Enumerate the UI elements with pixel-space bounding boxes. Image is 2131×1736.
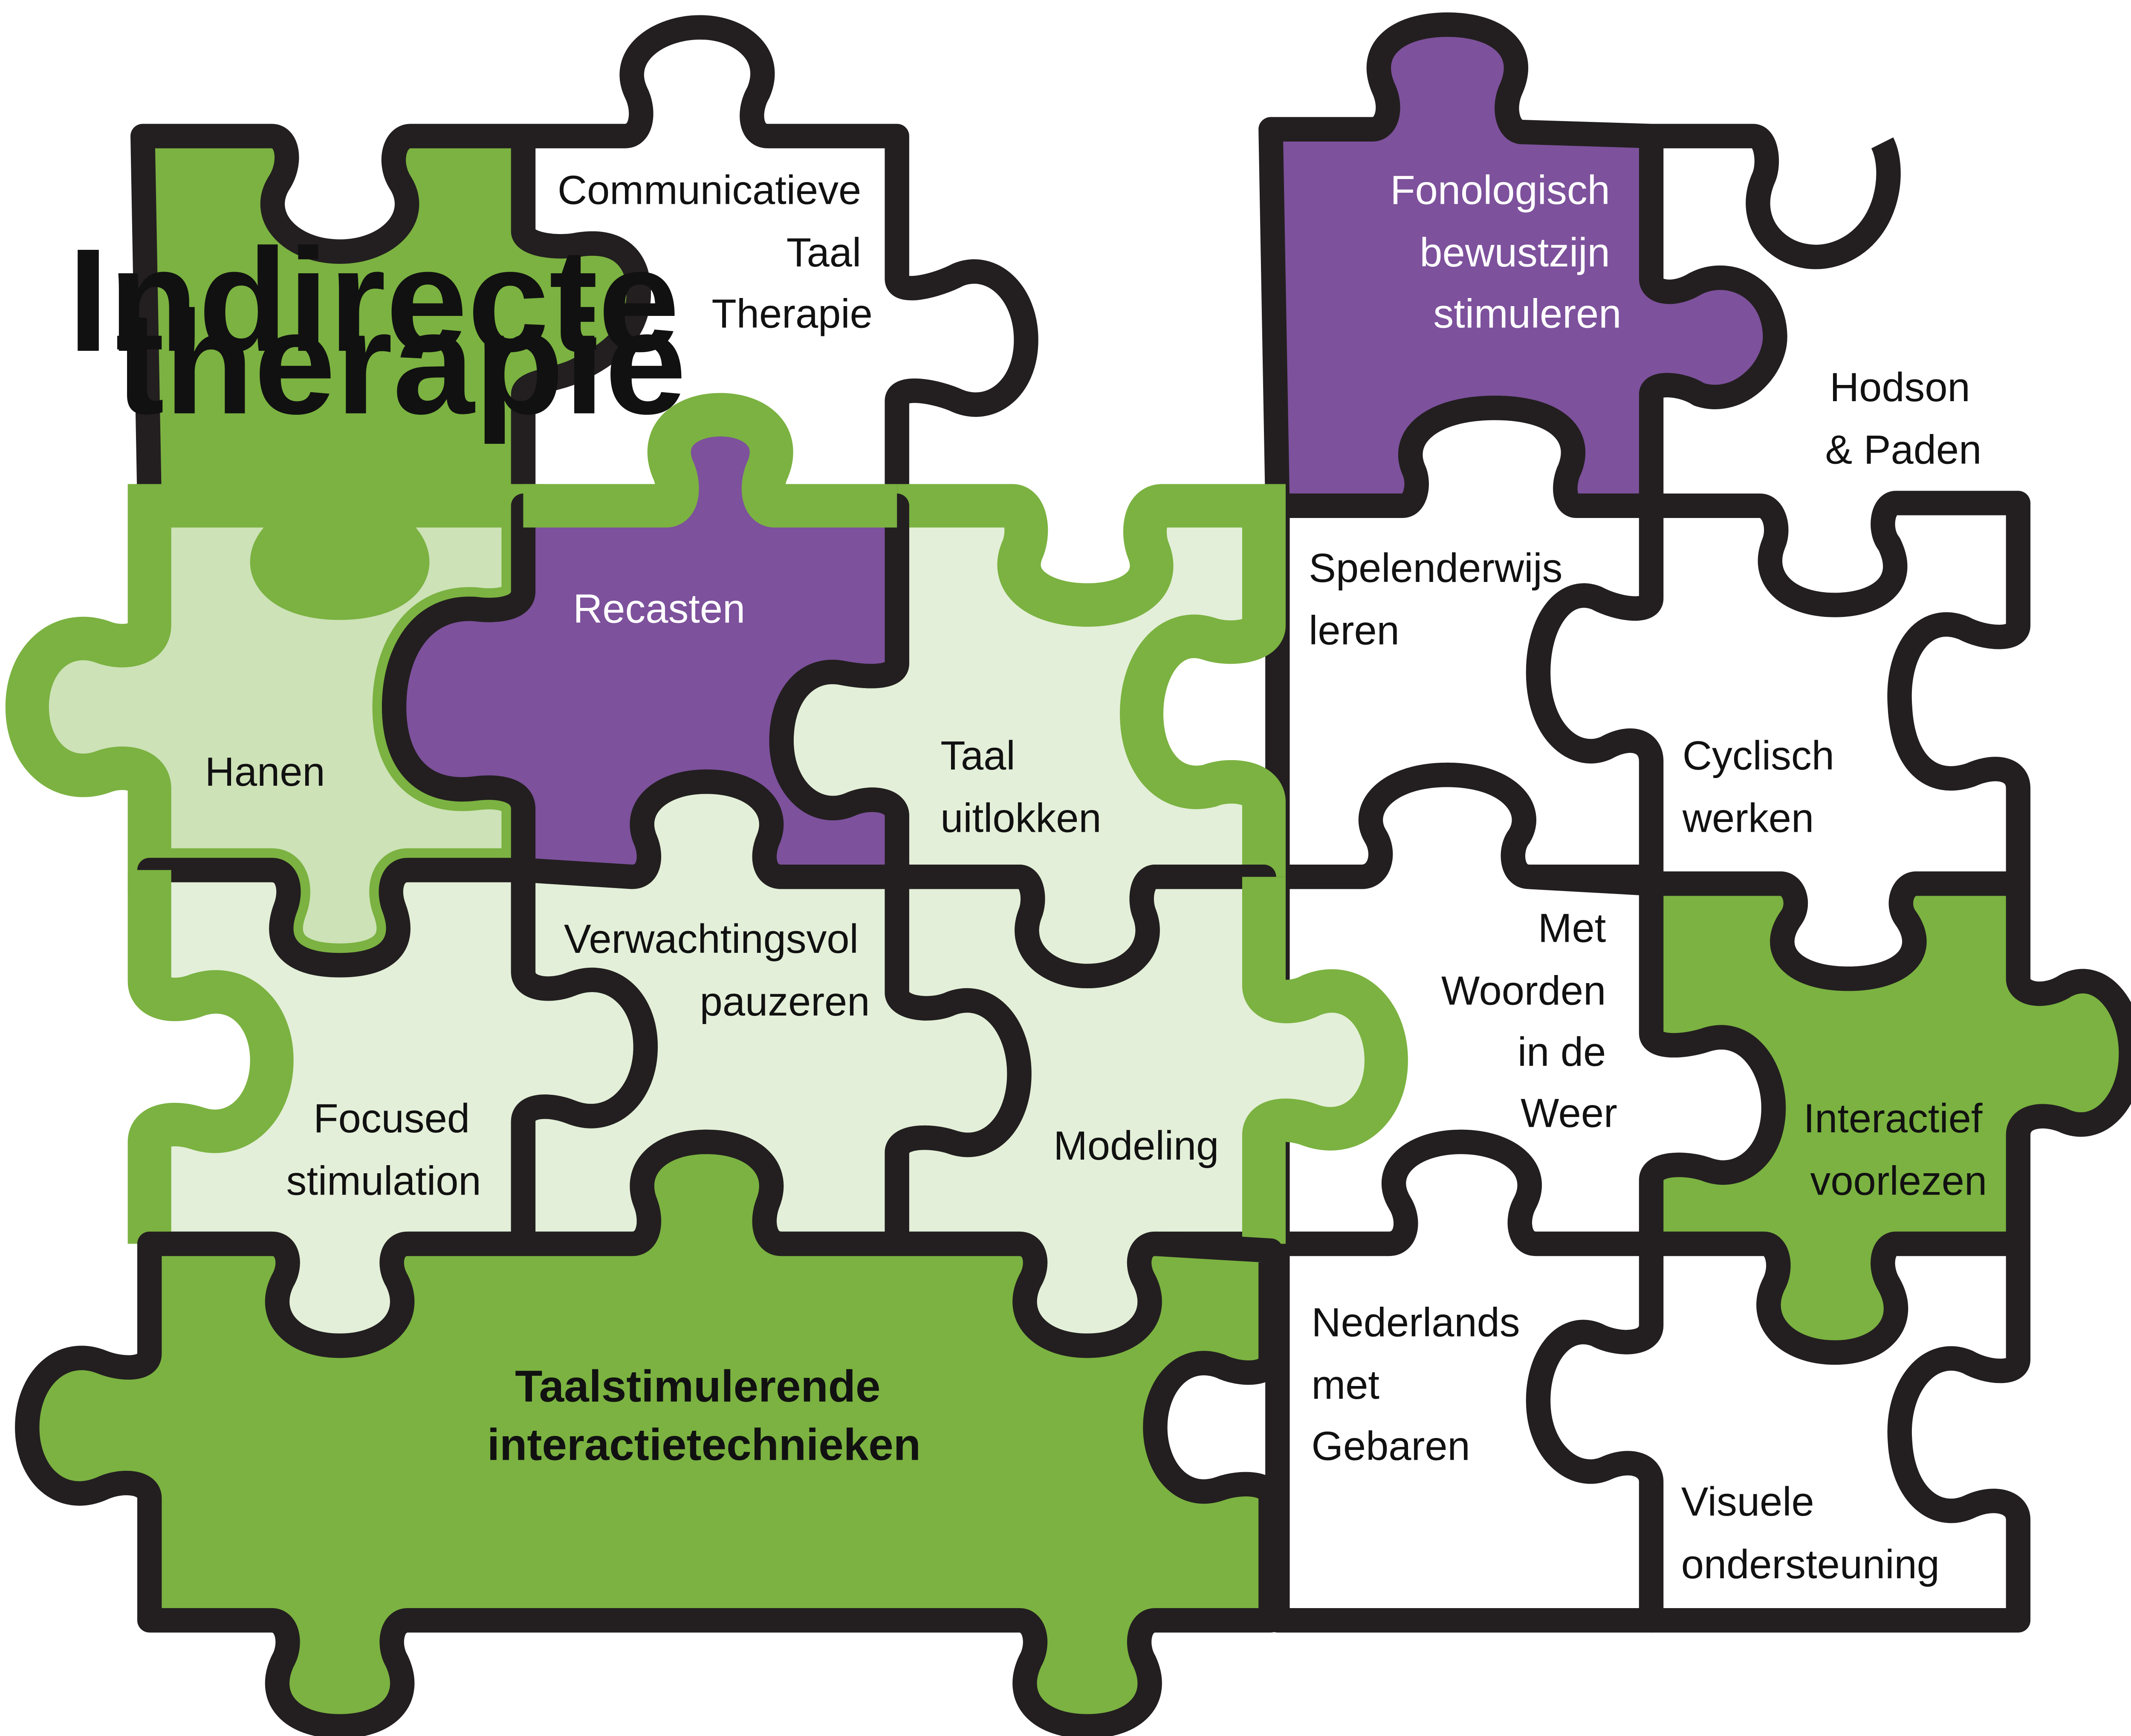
cyclisch-line2: werken xyxy=(1682,796,1814,841)
met-woorden-line2: Woorden xyxy=(1441,968,1606,1013)
visuele-line2: ondersteuning xyxy=(1681,1542,1940,1587)
hodson-label: Hodson & Paden xyxy=(1825,365,1981,473)
taalstimulerende-label: Taalstimulerende interactietechnieken xyxy=(487,1361,921,1470)
interactief-line1: Interactief xyxy=(1804,1096,1983,1141)
spelenderwijs-line1: Spelenderwijs xyxy=(1309,545,1562,591)
hodson-line2: & Paden xyxy=(1825,427,1981,473)
nederlands-line1: Nederlands xyxy=(1312,1299,1520,1345)
taalstimulerende-line2: interactietechnieken xyxy=(487,1420,921,1470)
taal-uitlokken-line1: Taal xyxy=(940,733,1015,778)
hanen-label: Hanen xyxy=(205,749,325,795)
indirecte-line2: therapie xyxy=(116,281,686,446)
taal-uitlokken-rim xyxy=(897,484,1286,877)
nederlands-line3: Gebaren xyxy=(1312,1423,1470,1469)
cyclisch-line1: Cyclisch xyxy=(1683,733,1834,778)
visuele-label: Visuele ondersteuning xyxy=(1681,1479,1940,1587)
nederlands-line2: met xyxy=(1312,1362,1379,1408)
modeling-rim xyxy=(1242,877,1408,1244)
taal-uitlokken-line2: uitlokken xyxy=(940,796,1101,841)
taal-uitlokken-label: Taal uitlokken xyxy=(940,733,1101,841)
verwachtingsvol-line1: Verwachtingsvol xyxy=(564,916,859,962)
focused-rim xyxy=(127,870,294,1244)
recasten-label: Recasten xyxy=(573,586,745,632)
fonologisch-line2: bewustzijn xyxy=(1420,230,1610,275)
spelenderwijs-line2: leren xyxy=(1309,608,1399,654)
cyclisch-label: Cyclisch werken xyxy=(1682,733,1846,841)
focused-line1: Focused xyxy=(313,1096,470,1141)
communicatieve-line1: Communicatieve xyxy=(558,168,861,213)
recasten-rim xyxy=(523,393,897,528)
verwachtingsvol-label: Verwachtingsvol pauzeren xyxy=(564,916,870,1024)
met-woorden-label: Met Woorden in de Weer xyxy=(1441,906,1617,1136)
focused-label: Focused stimulation xyxy=(286,1096,481,1204)
met-woorden-line4: Weer xyxy=(1521,1090,1617,1136)
fonologisch-line3: stimuleren xyxy=(1433,291,1621,337)
communicatieve-line2: Taal xyxy=(786,230,861,275)
met-woorden-line3: in de xyxy=(1518,1029,1606,1075)
interactief-label: Interactief voorlezen xyxy=(1804,1096,1994,1204)
piece-hodson-paden xyxy=(1651,124,1901,269)
met-woorden-line1: Met xyxy=(1538,906,1606,951)
interactief-line2: voorlezen xyxy=(1810,1158,1987,1204)
indirecte-line1: Indirecte xyxy=(68,218,679,382)
taalstimulerende-line1: Taalstimulerende xyxy=(515,1361,880,1411)
spelenderwijs-label: Spelenderwijs leren xyxy=(1309,545,1574,654)
piece-taalstimulerende xyxy=(15,1129,1283,1736)
hodson-line1: Hodson xyxy=(1830,365,1970,410)
communicatieve-line3: Therapie xyxy=(711,291,872,337)
verwachtingsvol-line2: pauzeren xyxy=(700,979,870,1024)
fonologisch-line1: Fonologisch xyxy=(1390,168,1610,213)
piece-visuele-ondersteuning xyxy=(1526,1231,2031,1633)
focused-line2: stimulation xyxy=(286,1158,481,1204)
fonologisch-label: Fonologisch bewustzijn stimuleren xyxy=(1390,168,1621,337)
modeling-label: Modeling xyxy=(1053,1123,1219,1169)
visuele-line1: Visuele xyxy=(1681,1479,1814,1525)
communicatieve-label: Communicatieve Taal Therapie xyxy=(558,168,873,337)
nederlands-label: Nederlands met Gebaren xyxy=(1312,1299,1532,1469)
indirecte-therapie-label: Indirecte therapie xyxy=(68,218,720,446)
